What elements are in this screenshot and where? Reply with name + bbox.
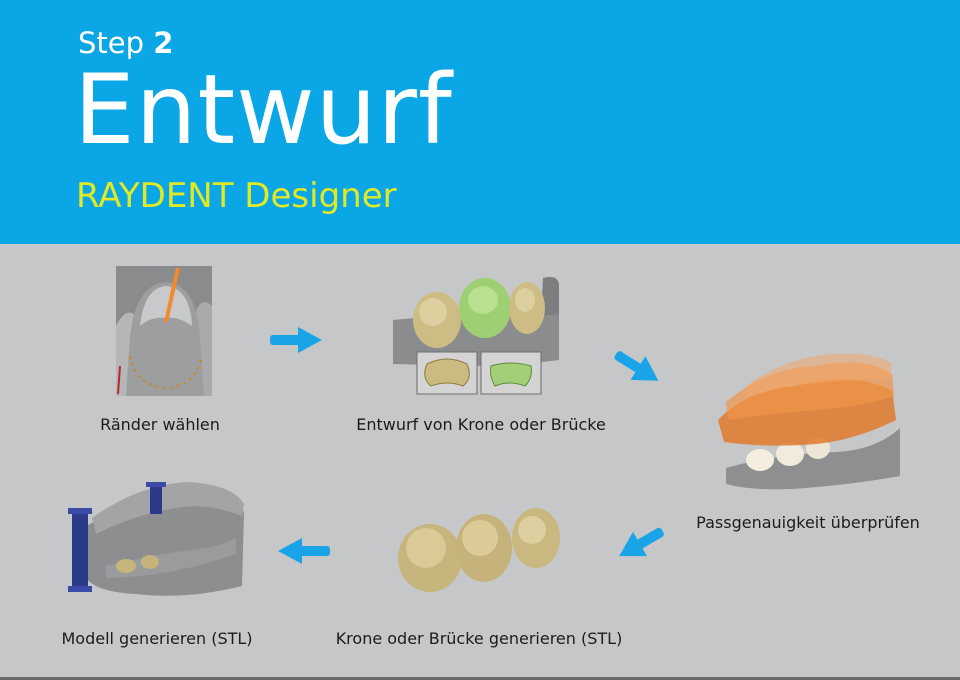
step-word: Step [78, 26, 145, 60]
arrow-right-icon [270, 327, 322, 353]
margin-selection-icon [116, 266, 212, 396]
page-subtitle: RAYDENT Designer [76, 176, 397, 216]
fit-check-icon [718, 353, 900, 490]
crown-design-icon [393, 276, 559, 395]
arrow-down-right-icon [614, 351, 659, 381]
model-stl-icon [68, 482, 244, 596]
step-label-margins: Ränder wählen [100, 415, 220, 434]
step-label-crown-design: Entwurf von Krone oder Brücke [356, 415, 606, 434]
step-number: 2 [153, 26, 174, 60]
step-label-model-stl: Modell generieren (STL) [61, 629, 253, 648]
bottom-border [0, 677, 960, 680]
step-indicator: Step 2 [78, 26, 173, 60]
step-label-bridge-stl: Krone oder Brücke generieren (STL) [335, 629, 623, 648]
page-title: Entwurf [74, 54, 453, 166]
step-label-fit-check: Passgenauigkeit überprüfen [696, 513, 920, 532]
header-banner: Step 2 Entwurf RAYDENT Designer [0, 0, 960, 244]
arrow-left-icon [278, 538, 330, 564]
workflow-panel: Ränder wählen Entwurf von Krone oder Brü… [0, 244, 960, 680]
bridge-stl-icon [398, 508, 560, 592]
arrow-down-left-icon [619, 527, 664, 557]
